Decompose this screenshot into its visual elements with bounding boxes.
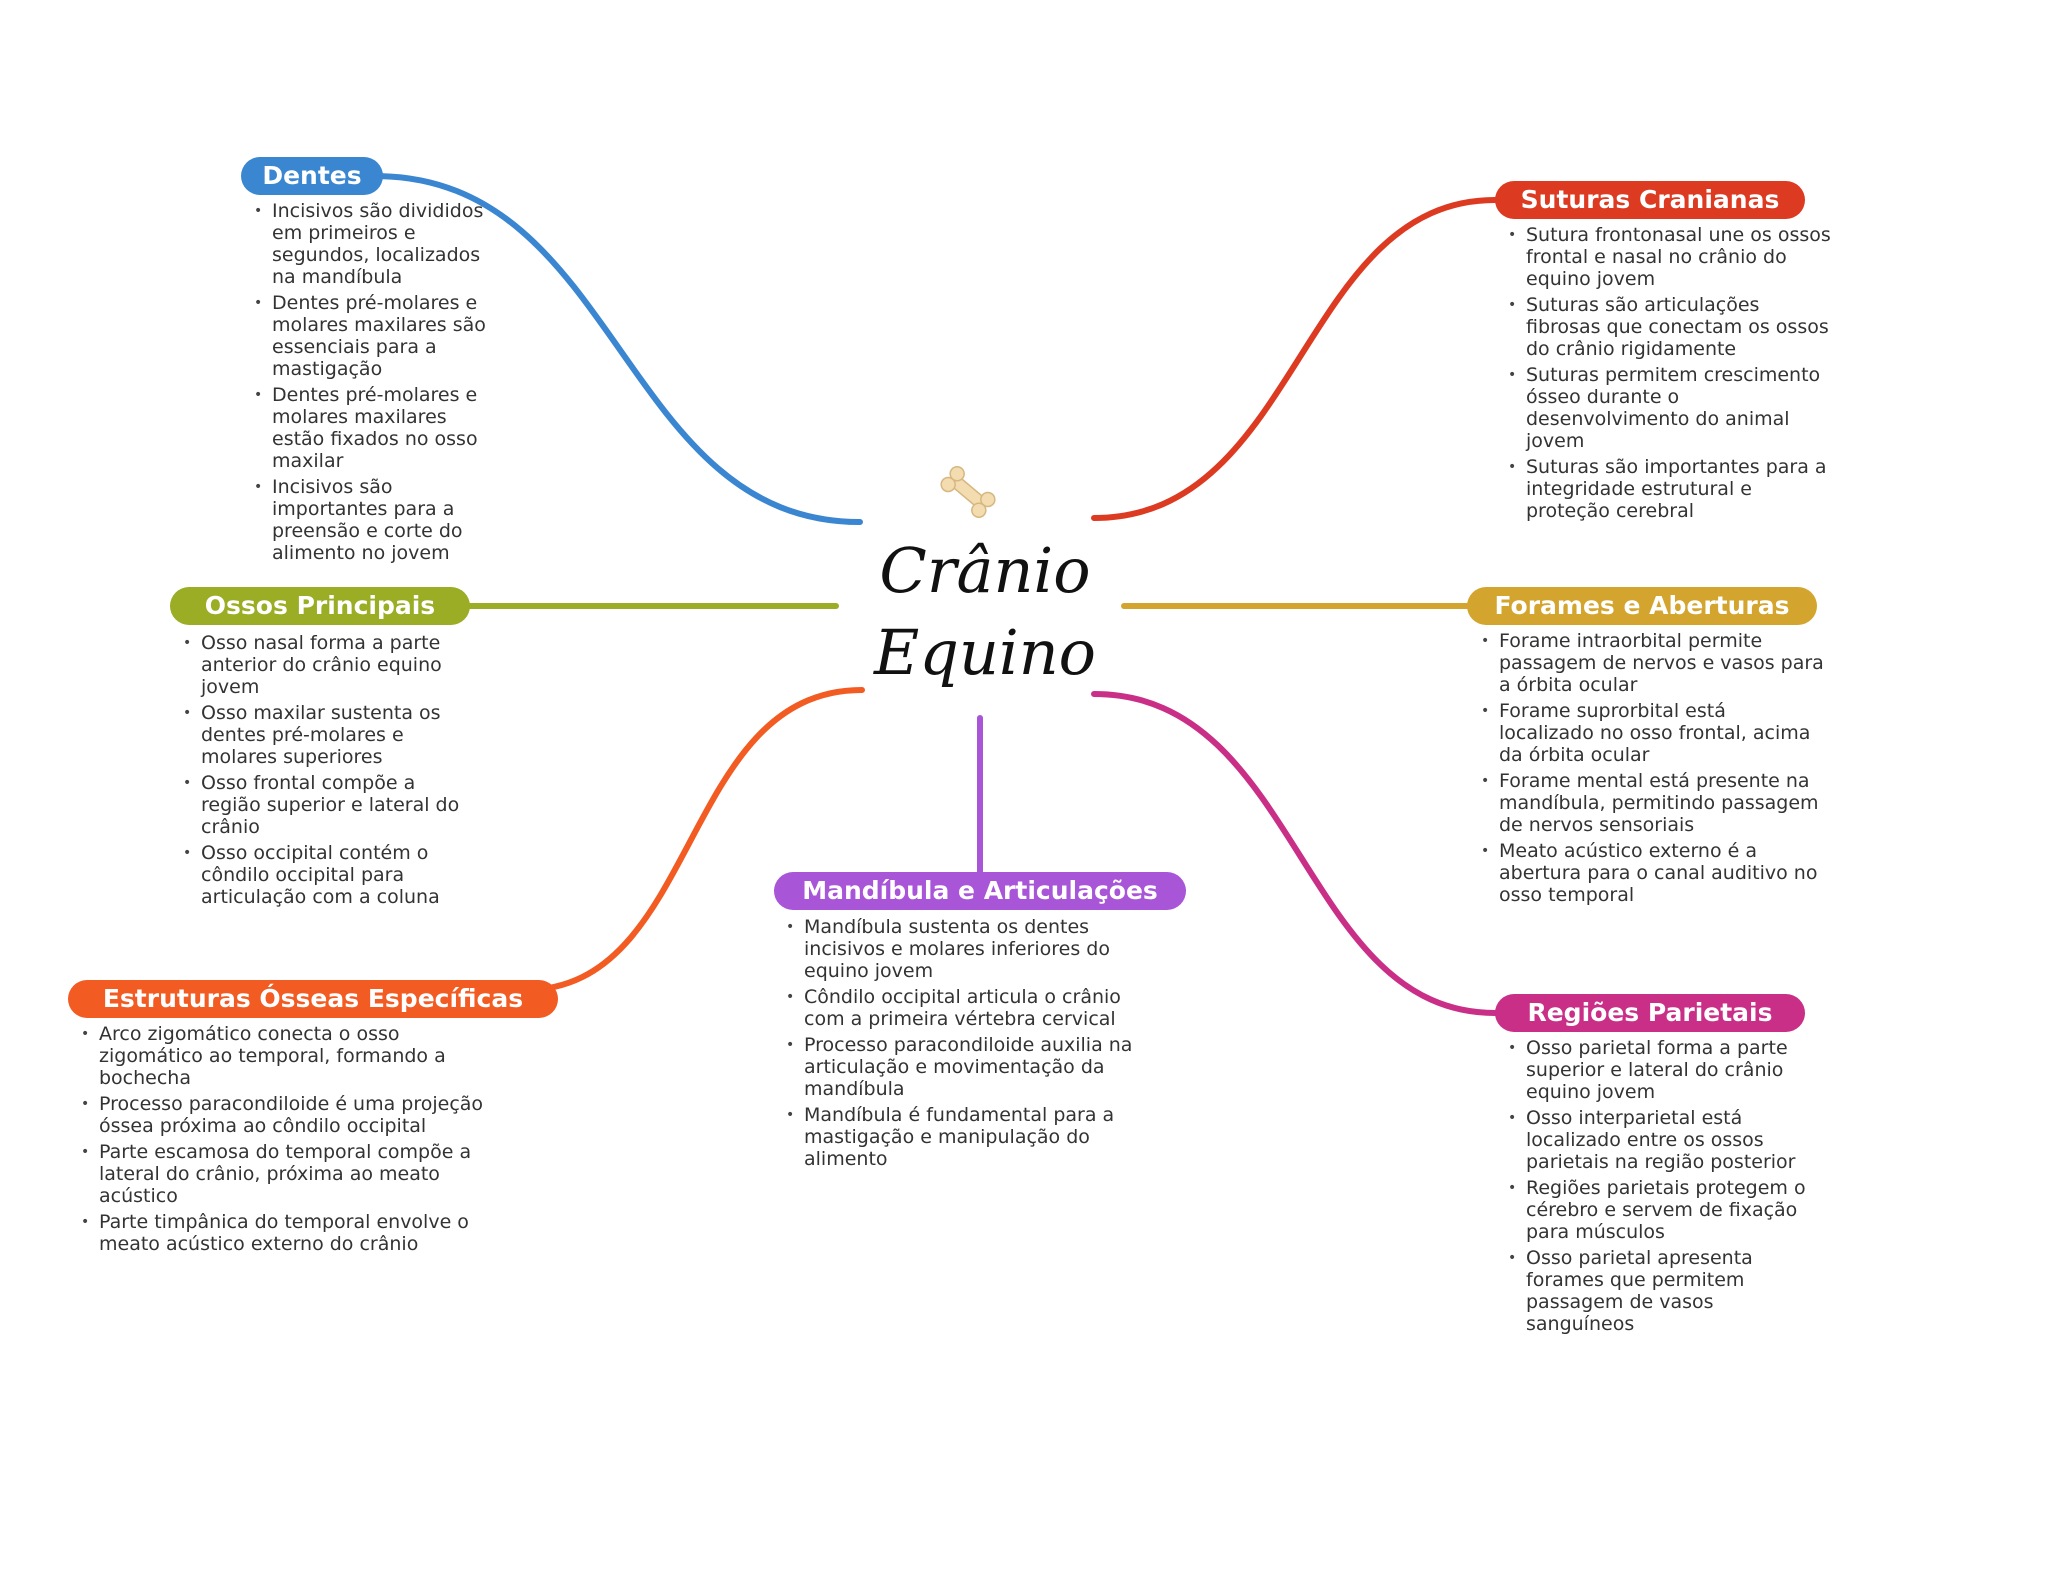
topic-regioes-parietais[interactable]: Regiões Parietais	[1495, 994, 1805, 1032]
list-item: Osso parietal apresenta forames que perm…	[1502, 1247, 1822, 1335]
list-item: Regiões parietais protegem o cérebro e s…	[1502, 1177, 1822, 1243]
topic-suturas-cranianas[interactable]: Suturas Cranianas	[1495, 181, 1805, 219]
topic-dentes[interactable]: Dentes	[241, 157, 383, 195]
list-item: Forame mental está presente na mandíbula…	[1475, 770, 1825, 836]
list-item: Forame intraorbital permite passagem de …	[1475, 630, 1825, 696]
list-item: Osso parietal forma a parte superior e l…	[1502, 1037, 1822, 1103]
list-item: Incisivos são importantes para a preensã…	[248, 476, 488, 564]
connector-suturas	[1091, 197, 1498, 521]
list-ossos-principais: Osso nasal forma a parte anterior do crâ…	[177, 632, 477, 912]
list-item: Osso frontal compõe a região superior e …	[177, 772, 477, 838]
connector-parietais	[1091, 691, 1498, 1016]
connector-dentes	[372, 173, 863, 525]
list-item: Côndilo occipital articula o crânio com …	[780, 986, 1160, 1030]
list-item: Mandíbula sustenta os dentes incisivos e…	[780, 916, 1160, 982]
list-item: Dentes pré-molares e molares maxilares s…	[248, 292, 488, 380]
list-item: Incisivos são divididos em primeiros e s…	[248, 200, 488, 288]
topic-estruturas-osseas[interactable]: Estruturas Ósseas Específicas	[68, 980, 558, 1018]
list-item: Mandíbula é fundamental para a mastigaçã…	[780, 1104, 1160, 1170]
topic-ossos-principais[interactable]: Ossos Principais	[170, 587, 470, 625]
list-item: Sutura frontonasal une os ossos frontal …	[1502, 224, 1832, 290]
topic-mandibula[interactable]: Mandíbula e Articulações	[774, 872, 1186, 910]
list-mandibula: Mandíbula sustenta os dentes incisivos e…	[780, 916, 1160, 1174]
central-topic[interactable]: Crânio Equino	[870, 530, 1100, 694]
central-title-line1: Crânio	[879, 534, 1091, 607]
list-item: Suturas são importantes para a integrida…	[1502, 456, 1832, 522]
list-item: Arco zigomático conecta o osso zigomátic…	[75, 1023, 505, 1089]
list-item: Osso occipital contém o côndilo occipita…	[177, 842, 477, 908]
list-dentes: Incisivos são divididos em primeiros e s…	[248, 200, 488, 568]
list-regioes-parietais: Osso parietal forma a parte superior e l…	[1502, 1037, 1822, 1339]
list-item: Osso nasal forma a parte anterior do crâ…	[177, 632, 477, 698]
central-title-line2: Equino	[874, 616, 1096, 689]
list-item: Meato acústico externo é a abertura para…	[1475, 840, 1825, 906]
list-item: Processo paracondiloide auxilia na artic…	[780, 1034, 1160, 1100]
list-suturas-cranianas: Sutura frontonasal une os ossos frontal …	[1502, 224, 1832, 526]
list-item: Dentes pré-molares e molares maxilares e…	[248, 384, 488, 472]
topic-forames-aberturas[interactable]: Forames e Aberturas	[1467, 587, 1817, 625]
connector-estruturas	[522, 687, 865, 993]
list-item: Forame suprorbital está localizado no os…	[1475, 700, 1825, 766]
list-item: Suturas são articulações fibrosas que co…	[1502, 294, 1832, 360]
list-forames-aberturas: Forame intraorbital permite passagem de …	[1475, 630, 1825, 910]
list-item: Osso interparietal está localizado entre…	[1502, 1107, 1822, 1173]
list-item: Parte timpânica do temporal envolve o me…	[75, 1211, 505, 1255]
bone-icon	[940, 466, 996, 518]
list-item: Suturas permitem crescimento ósseo duran…	[1502, 364, 1832, 452]
list-item: Parte escamosa do temporal compõe a late…	[75, 1141, 505, 1207]
list-item: Osso maxilar sustenta os dentes pré-mola…	[177, 702, 477, 768]
list-estruturas-osseas: Arco zigomático conecta o osso zigomátic…	[75, 1023, 505, 1259]
list-item: Processo paracondiloide é uma projeção ó…	[75, 1093, 505, 1137]
